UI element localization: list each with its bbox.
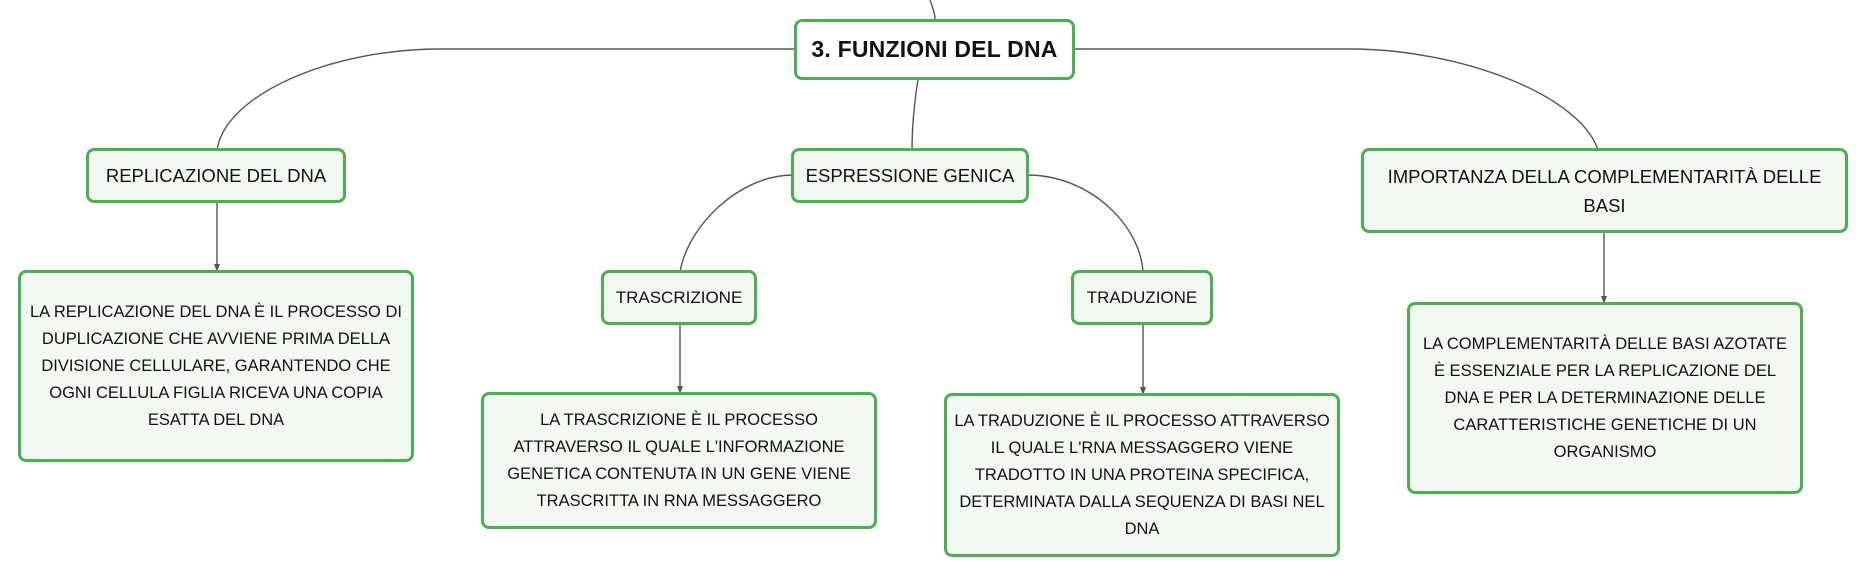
node-espressione-genica[interactable]: ESPRESSIONE GENICA [791, 148, 1029, 203]
node-replicazione-del-dna[interactable]: REPLICAZIONE DEL DNA [86, 148, 346, 203]
detail-importanza-complementarita[interactable]: LA COMPLEMENTARITÀ DELLE BASI AZOTATE È … [1407, 302, 1803, 494]
node-traduzione-label: TRADUZIONE [1086, 287, 1198, 307]
detail-trascrizione-text: LA TRASCRIZIONE È IL PROCESSO ATTRAVERSO… [507, 410, 851, 510]
detail-trascrizione[interactable]: LA TRASCRIZIONE È IL PROCESSO ATTRAVERSO… [481, 392, 877, 529]
node-espressione-genica-label: ESPRESSIONE GENICA [805, 165, 1015, 186]
connector-root-complementarita [1072, 48, 1599, 151]
connector-root-espressione [911, 78, 919, 151]
root-node-label: 3. FUNZIONI DEL DNA [811, 36, 1058, 62]
node-importanza-complementarita-label: IMPORTANZA DELLA COMPLEMENTARITÀ DELLE B… [1387, 165, 1822, 216]
detail-replicazione-del-dna-text: LA REPLICAZIONE DEL DNA È IL PROCESSO DI… [30, 302, 402, 429]
node-trascrizione-label: TRASCRIZIONE [615, 287, 743, 307]
connector-espressione-trascrizione [679, 174, 794, 273]
root-node[interactable]: 3. FUNZIONI DEL DNA [794, 19, 1075, 80]
detail-traduzione-text: LA TRADUZIONE È IL PROCESSO ATTRAVERSO I… [954, 411, 1330, 538]
detail-traduzione[interactable]: LA TRADUZIONE È IL PROCESSO ATTRAVERSO I… [944, 393, 1340, 557]
node-traduzione[interactable]: TRADUZIONE [1071, 270, 1213, 325]
node-importanza-complementarita[interactable]: IMPORTANZA DELLA COMPLEMENTARITÀ DELLE B… [1361, 148, 1848, 233]
detail-importanza-complementarita-text: LA COMPLEMENTARITÀ DELLE BASI AZOTATE È … [1422, 334, 1787, 461]
node-replicazione-del-dna-label: REPLICAZIONE DEL DNA [105, 165, 327, 186]
connector-root-replicazione [216, 48, 797, 151]
connector-root-parent [929, 0, 936, 20]
detail-replicazione-del-dna[interactable]: LA REPLICAZIONE DEL DNA È IL PROCESSO DI… [18, 270, 414, 462]
connector-espressione-traduzione [1026, 174, 1144, 273]
node-trascrizione[interactable]: TRASCRIZIONE [601, 270, 757, 325]
